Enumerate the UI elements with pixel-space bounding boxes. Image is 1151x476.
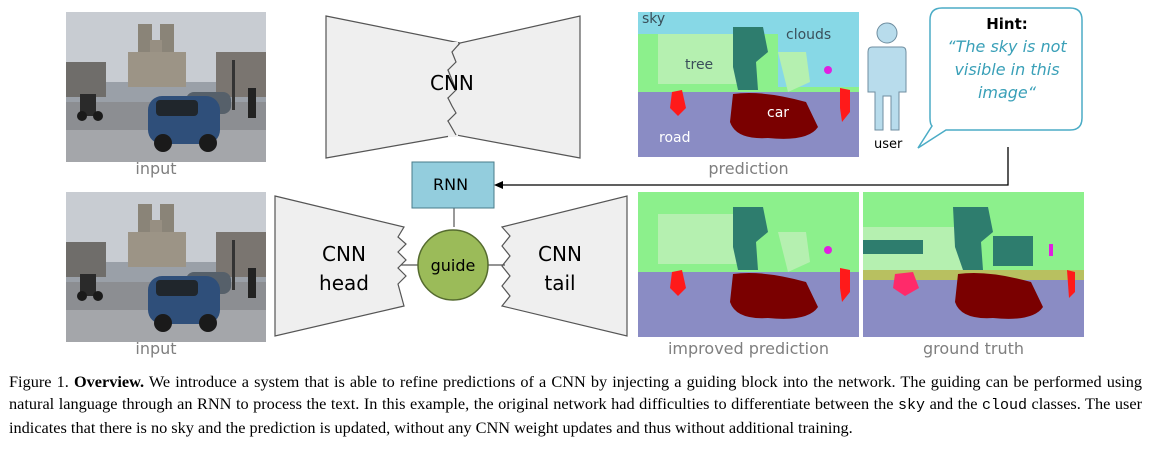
caption-text-1: We introduce a system that is able to re… bbox=[9, 372, 1142, 413]
cnn-head-label: CNN head bbox=[314, 240, 374, 298]
input-label-bottom: input bbox=[135, 339, 177, 358]
user-icon bbox=[867, 22, 907, 131]
user-label: user bbox=[874, 137, 903, 152]
caption-code-sky: sky bbox=[898, 397, 926, 414]
guide-block bbox=[417, 229, 489, 301]
hint-line-3: image“ bbox=[977, 83, 1037, 102]
caption-text-2: and the bbox=[925, 394, 983, 413]
cnn-tail-shape bbox=[500, 195, 628, 337]
caption-figure-label: Figure 1. bbox=[9, 372, 69, 391]
hint-line-2: visible in this bbox=[954, 60, 1060, 79]
caption-text-3: classes. The user indicates that there i… bbox=[9, 394, 1143, 437]
input-photo-bottom bbox=[66, 192, 266, 342]
improved-prediction-map bbox=[638, 192, 859, 337]
caption-title: Overview. bbox=[73, 372, 145, 391]
ground-truth-label: ground truth bbox=[922, 339, 1025, 358]
seg-label-car: car bbox=[767, 105, 790, 121]
street-scene-image bbox=[66, 192, 266, 342]
caption-code-cloud: cloud bbox=[982, 397, 1028, 414]
cnn-tail-line2: tail bbox=[544, 271, 576, 295]
cnn-tail-line1: CNN bbox=[538, 242, 582, 266]
input-photo-top bbox=[66, 12, 266, 162]
rnn-label: RNN bbox=[433, 175, 469, 194]
cnn-head-line1: CNN bbox=[322, 242, 366, 266]
improved-prediction-label: improved prediction bbox=[667, 339, 830, 358]
architecture-diagram bbox=[274, 7, 1083, 337]
cnn-head-shape bbox=[274, 195, 407, 337]
street-scene-image bbox=[66, 12, 266, 162]
seg-label-clouds: clouds bbox=[786, 27, 832, 43]
cnn-label: CNN bbox=[430, 71, 474, 95]
prediction-label: prediction bbox=[708, 159, 789, 178]
hint-speech-bubble bbox=[917, 7, 1083, 149]
hint-line-1: “The sky is not bbox=[947, 37, 1067, 56]
cnn-head-line2: head bbox=[319, 271, 369, 295]
guide-label: guide bbox=[430, 256, 476, 275]
seg-label-tree: tree bbox=[685, 57, 714, 73]
prediction-map bbox=[638, 12, 859, 157]
input-label-top: input bbox=[135, 159, 177, 178]
seg-label-road: road bbox=[659, 130, 691, 146]
hint-title: Hint: bbox=[986, 15, 1028, 33]
seg-label-sky: sky bbox=[642, 11, 666, 27]
hint-content: Hint: “The sky is not visible in this im… bbox=[932, 15, 1082, 104]
hint-to-rnn-arrow bbox=[500, 147, 1009, 186]
cnn-tail-label: CNN tail bbox=[530, 240, 590, 298]
ground-truth-map bbox=[863, 192, 1084, 337]
figure-caption: Figure 1. Overview. We introduce a syste… bbox=[9, 371, 1142, 439]
